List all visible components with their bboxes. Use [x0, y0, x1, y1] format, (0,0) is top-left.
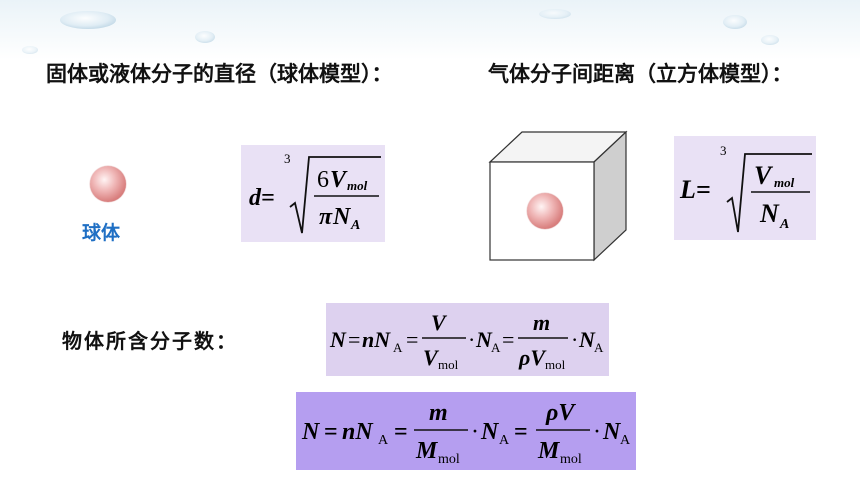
n2-eq1: =: [324, 419, 338, 445]
formula-molecule-count-volume: N = nN A = V V mol · N A = m ρV mol · N …: [326, 303, 609, 376]
formula-d-den-pi: π: [319, 204, 333, 230]
n1-t4-sub: A: [594, 340, 604, 355]
heading-solid-liquid-diameter: 固体或液体分子的直径（球体模型）：: [46, 62, 393, 86]
sphere-model-icon: [90, 166, 126, 202]
n2-t3-sub: A: [499, 433, 510, 448]
formula-L-lhs: L=: [679, 175, 711, 204]
n1-t2: nN: [362, 327, 391, 352]
formula-L-num-var: V: [754, 161, 774, 190]
radical-sign: [726, 153, 812, 233]
n1-f1-den-sub: mol: [438, 357, 459, 372]
formula-L-den-sub: A: [779, 217, 789, 232]
n2-f2-den: M: [537, 438, 561, 464]
n1-eq3: =: [502, 327, 514, 352]
n1-f2-num: m: [533, 310, 550, 335]
formula-d-lhs: d=: [249, 185, 275, 211]
n2-dot1: ·: [471, 419, 479, 445]
n2-f2-den-sub: mol: [560, 452, 582, 467]
formula-d-den-sub: A: [350, 218, 360, 233]
n2-dot2: ·: [593, 419, 601, 445]
sphere-label: 球体: [82, 222, 121, 244]
n1-eq1: =: [348, 327, 360, 352]
n1-f1-den: V: [423, 345, 440, 370]
formula-d-root-index: 3: [284, 151, 291, 166]
radical-sign: [289, 156, 381, 234]
n1-t4: N: [578, 327, 596, 352]
n2-f1-den: M: [415, 438, 439, 464]
n1-t3-sub: A: [491, 340, 501, 355]
n2-eq3: =: [514, 419, 528, 445]
n1-t3: N: [475, 327, 493, 352]
n2-t3: N: [480, 419, 500, 445]
formula-L-root-index: 3: [720, 143, 727, 158]
n1-f2-den: ρV: [518, 345, 547, 370]
heading-gas-distance: 气体分子间距离（立方体模型）：: [488, 62, 793, 86]
n1-t2-sub: A: [393, 340, 403, 355]
formula-L-num-sub: mol: [774, 175, 795, 190]
n2-f1-den-sub: mol: [438, 452, 460, 467]
n1-eq2: =: [406, 327, 418, 352]
formula-distance: L= 3 V mol N A: [674, 136, 816, 240]
n2-f2-num: ρV: [545, 400, 576, 426]
n1-t1: N: [329, 327, 347, 352]
n2-t4-sub: A: [620, 433, 631, 448]
formula-d-den-var: N: [332, 204, 352, 230]
formula-diameter: d= 3 6 V mol π N A: [241, 145, 385, 242]
n1-f2-den-sub: mol: [545, 357, 566, 372]
formula-d-num-var: V: [330, 167, 348, 193]
molecule-count-label: 物体所含分子数：: [62, 329, 238, 353]
formula-molecule-count-mass: N = nN A = m M mol · N A = ρV M mol · N …: [296, 392, 636, 470]
n2-t4: N: [602, 419, 622, 445]
n1-dot1: ·: [468, 327, 475, 352]
cube-model-icon: [488, 130, 628, 262]
formula-n1-svg: N = nN A = V V mol · N A = m ρV mol · N …: [329, 310, 604, 372]
sphere-in-cube-icon: [527, 193, 563, 229]
formula-distance-svg: L= 3 V mol N A: [679, 143, 812, 233]
n2-t1: N: [301, 419, 321, 445]
formula-diameter-svg: d= 3 6 V mol π N A: [249, 151, 381, 234]
formula-d-num-coef: 6: [317, 167, 329, 193]
n2-f1-num: m: [429, 400, 448, 426]
n1-f1-num: V: [431, 310, 448, 335]
n2-t2-sub: A: [378, 433, 389, 448]
n2-eq2: =: [394, 419, 408, 445]
formula-L-den-var: N: [759, 199, 780, 228]
n1-dot2: ·: [571, 327, 578, 352]
n2-t2: nN: [342, 419, 374, 445]
formula-n2-svg: N = nN A = m M mol · N A = ρV M mol · N …: [301, 400, 631, 467]
formula-d-num-sub: mol: [347, 178, 368, 193]
